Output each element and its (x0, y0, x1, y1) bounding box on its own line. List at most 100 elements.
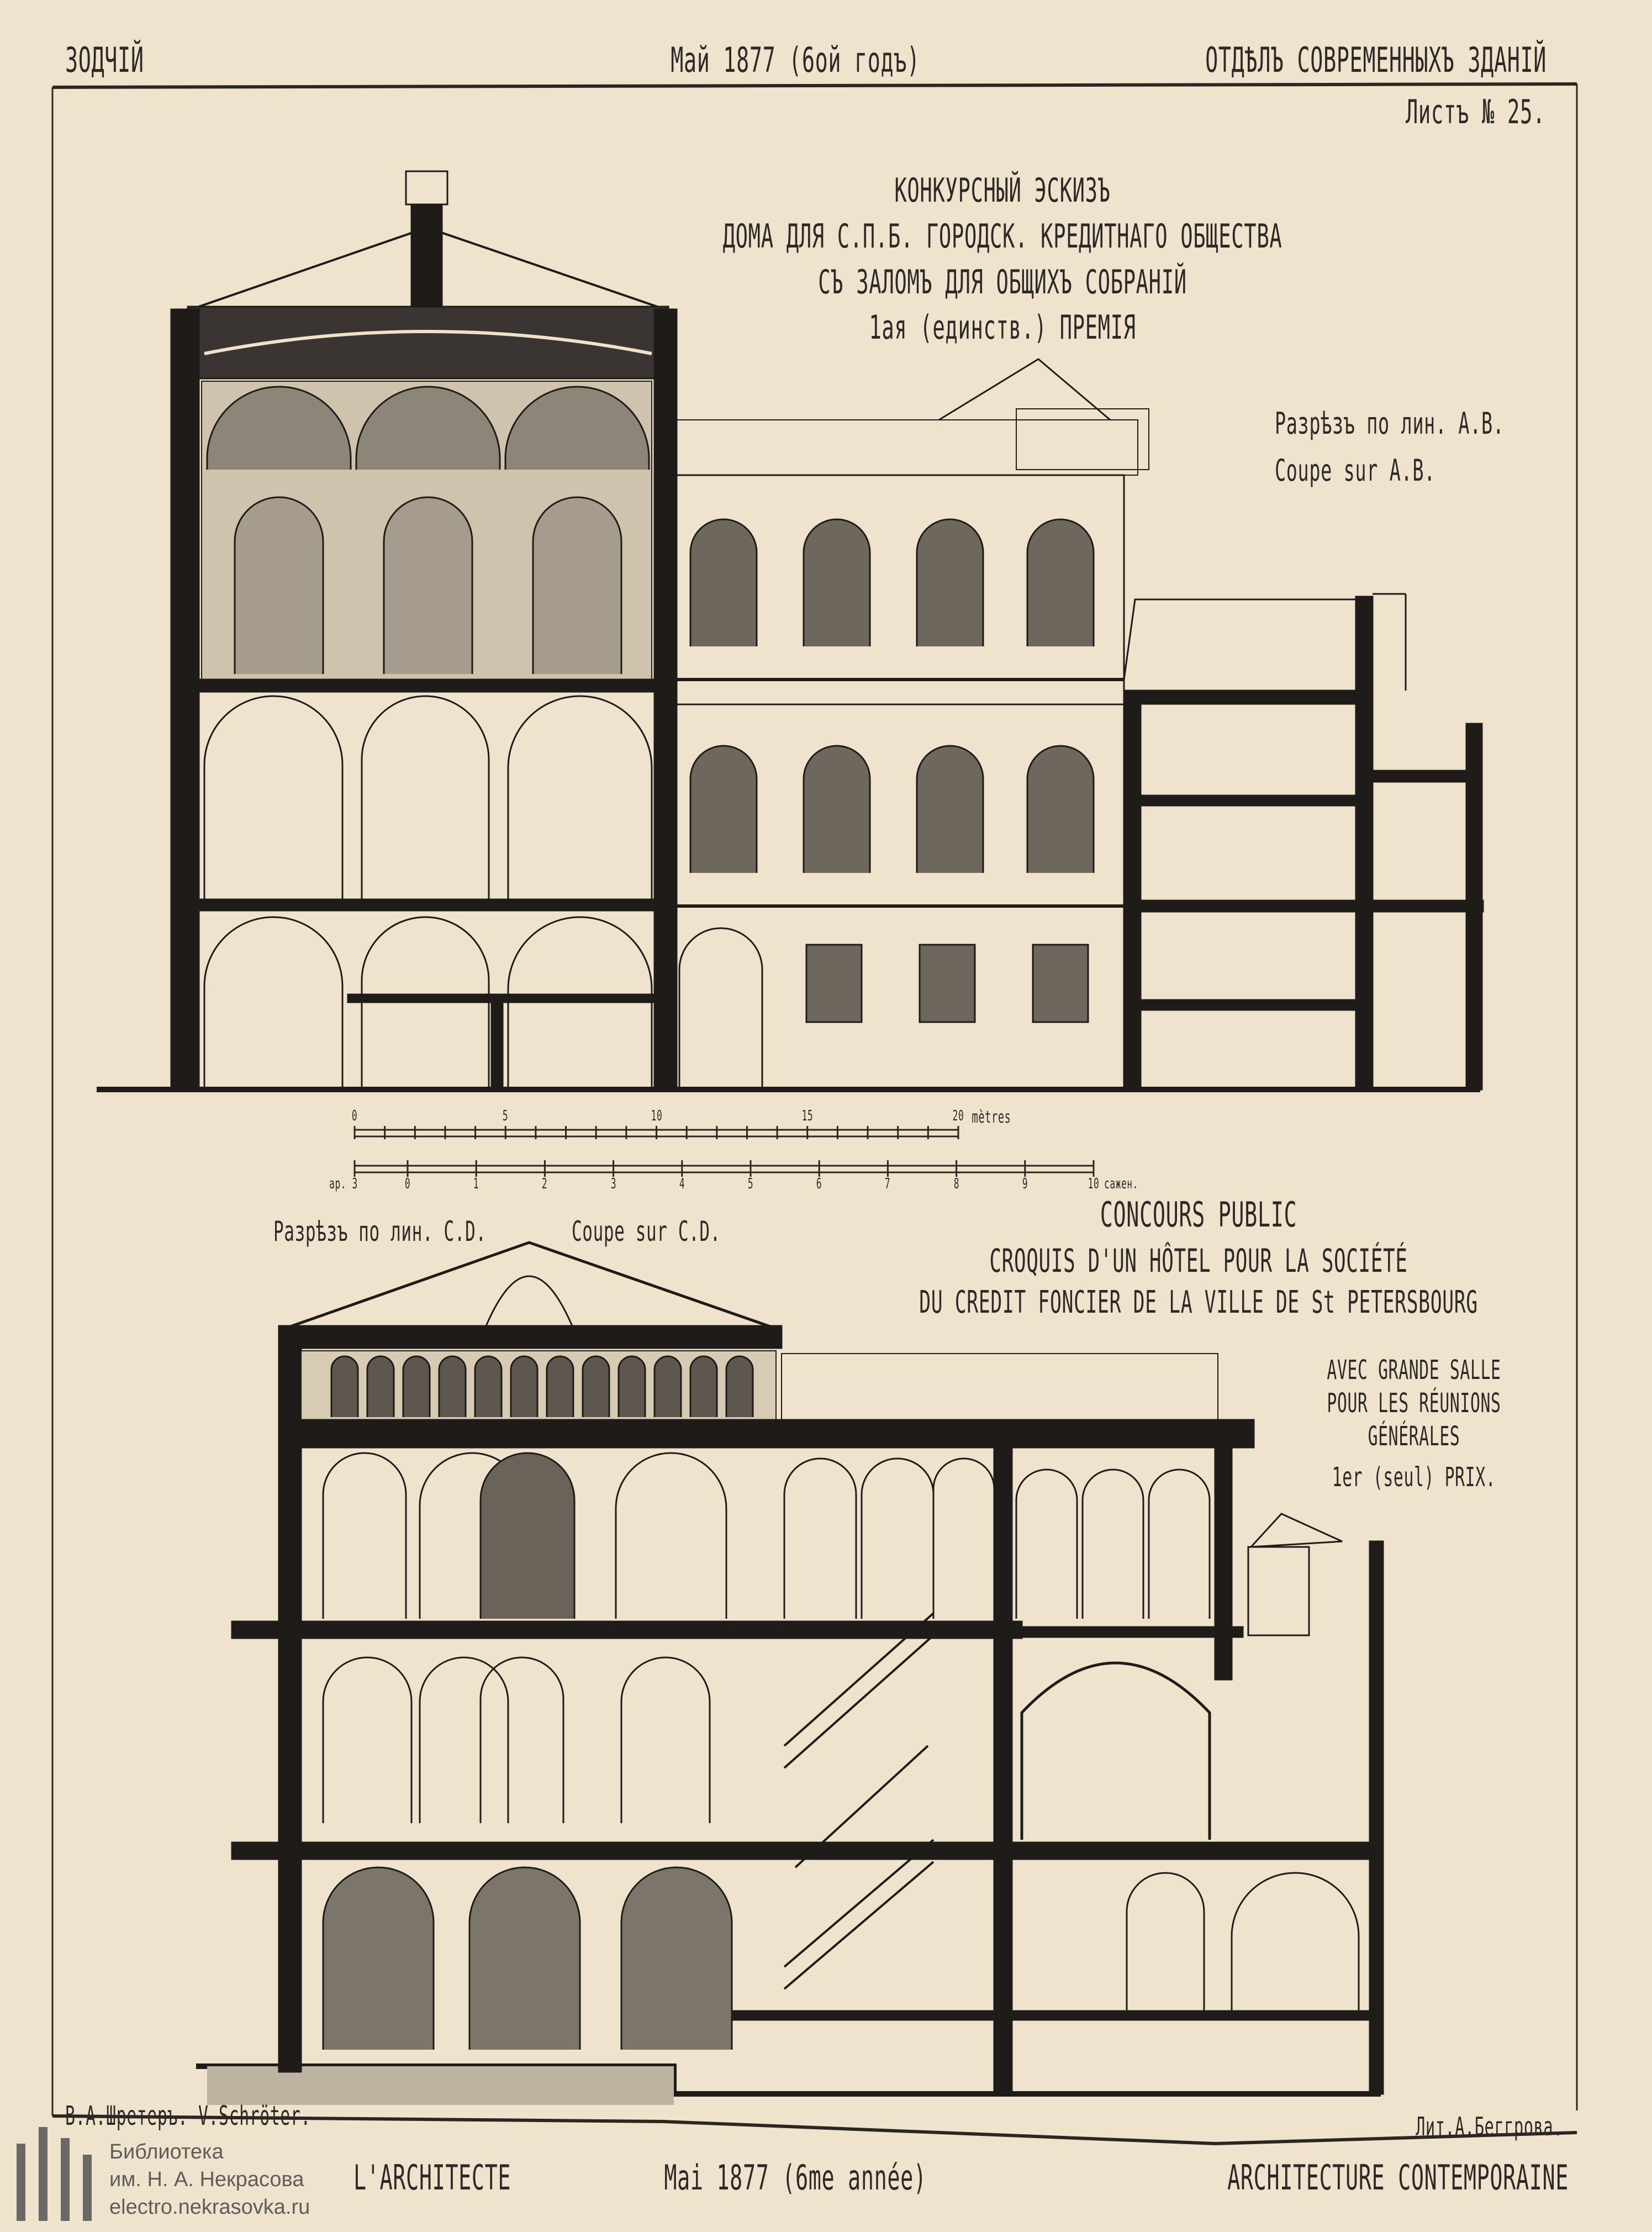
sazhen-tick-label: 4 (679, 1176, 685, 1192)
gallery-arch (783, 1457, 857, 1619)
metres-tick-label: 10 (651, 1108, 662, 1124)
ground-floor-arches (203, 695, 653, 1088)
main-floor-arch (419, 1656, 509, 1823)
architect-credit: В.А.Шретеръ. V.Schröter. (65, 2101, 311, 2131)
section-cd-label-fr: Coupe sur C.D. (572, 1215, 721, 1247)
section-ab-label-ru: Разрѣзъ по лин. А.В. (1275, 406, 1505, 441)
title-fr-line6: GÉNÉRALES (1368, 1421, 1460, 1452)
section-ab-drawing (97, 170, 1484, 1092)
attic-window (725, 1355, 754, 1417)
vault-arch (1231, 1872, 1360, 2011)
upper-arch (615, 1452, 727, 1619)
gallery-arch (206, 386, 352, 470)
title-fr-line3: DU CREDIT FONCIER DE LA VILLE DE St PETE… (919, 1285, 1478, 1320)
ground-arch (322, 1866, 435, 2050)
ground-arch (468, 1866, 581, 2050)
upper-window (1026, 518, 1095, 646)
title-fr-line4: AVEC GRANDE SALLE (1327, 1355, 1501, 1386)
attic-window (402, 1355, 431, 1417)
metres-tick-label: 15 (801, 1108, 814, 1124)
title-ru-line3: СЪ ЗАЛОМЪ ДЛЯ ОБЩИХЪ СОБРАНІЙ (818, 263, 1187, 302)
section-cd-drawing (196, 1241, 1384, 2105)
gallery-arch (355, 386, 501, 470)
metres-tick-label: 5 (503, 1108, 509, 1124)
plate-frame (51, 82, 1578, 2146)
ground-arch (620, 1866, 733, 2050)
library-logo (17, 2116, 160, 2221)
sazhen-tick-label: 5 (747, 1176, 754, 1192)
attic-window (474, 1355, 503, 1417)
hall-niche (234, 496, 324, 674)
footer-date: Mai 1877 (6me année) (664, 2157, 927, 2198)
facade-windows (678, 518, 1095, 1088)
office-arch (1015, 1468, 1078, 1619)
attic-window (582, 1355, 610, 1417)
lower-window (1032, 944, 1089, 1023)
basement-arch (203, 916, 344, 1088)
upper-arch (479, 1452, 576, 1619)
gallery-arch (932, 1457, 995, 1619)
metres-unit-label: mètres (972, 1108, 1011, 1127)
basement-arch (361, 916, 490, 1088)
title-fr-line1: CONCOURS PUBLIC (1100, 1194, 1297, 1235)
sazhen-tick-label: 9 (1022, 1176, 1028, 1192)
office-arch (1148, 1468, 1211, 1619)
sazhen-tick-label: 1 (473, 1176, 479, 1192)
sheet-number: Листъ № 25. (1405, 93, 1545, 131)
attic-window (366, 1355, 395, 1417)
logo-bar (39, 2127, 47, 2221)
hall-niche (532, 496, 622, 674)
attic-window (689, 1355, 718, 1417)
watermark-line1: Библиотека (109, 2140, 224, 2163)
ground-arch (361, 695, 490, 901)
lithographer-credit: Лит.А.Беггрова. (1416, 2112, 1563, 2141)
middle-window (803, 745, 871, 873)
section-cd-label-ru: Разрѣзъ по лин. C.D. (273, 1215, 487, 1247)
lower-window (805, 944, 863, 1023)
grand-staircase (783, 1612, 935, 1990)
section-heading: ОТДѢЛЪ СОВРЕМЕННЫХЪ ЗДАНІЙ (1205, 40, 1547, 80)
attic-window (546, 1355, 574, 1417)
assembly-hall-ornament (206, 386, 650, 674)
ground-arch (203, 695, 344, 901)
footer-section: ARCHITECTURE CONTEMPORAINE (1227, 2157, 1569, 2198)
issue-date: Май 1877 (6ой годъ) (671, 40, 920, 80)
title-ru-line1: КОНКУРСНЫЙ ЭСКИЗЪ (894, 171, 1111, 210)
attic-windows (330, 1355, 754, 1417)
upper-arch (322, 1452, 407, 1619)
hall-niche (383, 496, 473, 674)
main-floor-arch (620, 1656, 711, 1823)
gallery-arch (504, 386, 650, 470)
sazhen-tick-label: 8 (953, 1176, 959, 1192)
logo-bar (61, 2138, 70, 2221)
attic-window (617, 1355, 646, 1417)
upper-window (689, 518, 758, 646)
attic-window (438, 1355, 467, 1417)
title-fr-line5: POUR LES RÉUNIONS (1327, 1388, 1501, 1419)
metres-tick-label: 0 (351, 1108, 358, 1124)
sazhen-tick-label: 10 (1088, 1176, 1100, 1192)
attic-window (653, 1355, 682, 1417)
sazhen-tick-label: 0 (404, 1176, 411, 1192)
title-ru-line4: 1ая (единств.) ПРЕМІЯ (869, 308, 1136, 347)
sazhen-unit-label: сажен. (1104, 1176, 1138, 1192)
lower-window (919, 944, 976, 1023)
watermark-line3: electro.nekrasovka.ru (109, 2196, 310, 2219)
interior-arcades (322, 1452, 1360, 2050)
journal-title: ЗОДЧІЙ (65, 40, 144, 80)
vault-arch (1126, 1872, 1205, 2011)
sazhen-scale-bar (353, 1165, 1095, 1173)
sazhen-tick-label: 7 (885, 1176, 891, 1192)
attic-window (510, 1355, 539, 1417)
main-floor-arch (479, 1656, 564, 1823)
footer-journal: L'ARCHITECTE (353, 2157, 511, 2198)
middle-window (916, 745, 984, 873)
logo-bar (83, 2155, 92, 2221)
library-watermark: Библиотека им. Н. А. Некрасова electro.n… (109, 2138, 310, 2221)
section-ab-label-fr: Coupe sur A.B. (1275, 453, 1435, 488)
scale-bars (353, 1126, 1095, 1177)
ground-arch (507, 695, 653, 901)
basement-arch (507, 916, 653, 1088)
main-floor-arch (322, 1656, 413, 1823)
